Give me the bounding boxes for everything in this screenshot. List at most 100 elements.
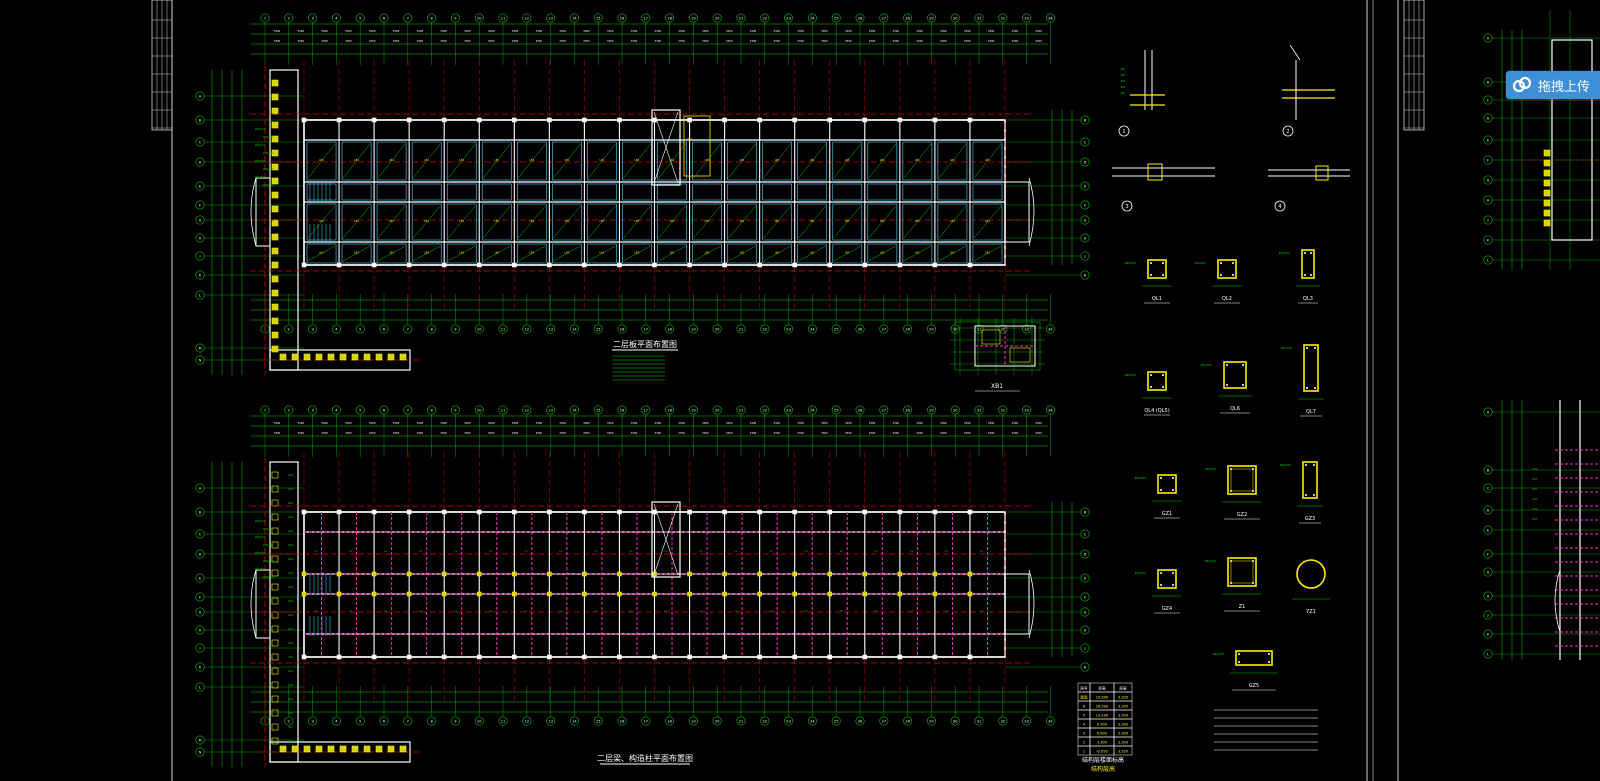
slab-panel — [972, 243, 1003, 264]
dimension-text: 3300 — [512, 39, 519, 43]
axis-bubble: K — [199, 274, 202, 278]
section-label: QL3 — [1303, 296, 1313, 302]
plan-top-title: 二层板平面布置图 — [613, 339, 677, 349]
axis-bubble: 2 — [288, 409, 290, 413]
slab-label: LB1 — [670, 219, 675, 223]
slab-panel — [341, 243, 372, 264]
label: GZ1 — [1532, 517, 1538, 521]
corridor-slab — [832, 183, 863, 201]
slab-panel — [306, 243, 337, 264]
dimension-text: 3300 — [535, 421, 542, 425]
axis-bubble: 26 — [858, 720, 863, 724]
axis-bubble: 22 — [763, 328, 768, 332]
axis-bubble: F — [1084, 204, 1086, 208]
table-text: 2 — [1083, 741, 1085, 745]
axis-bubble: D — [1487, 509, 1490, 513]
axis-bubble: G — [1487, 571, 1490, 575]
axis-bubble: A — [199, 487, 202, 491]
axis-bubble: 27 — [882, 720, 887, 724]
rebar-note: Φ8@200 — [263, 576, 274, 579]
axis-bubble: 7 — [407, 409, 409, 413]
stair-detail — [683, 115, 711, 177]
dimension-text: 3300 — [916, 29, 923, 33]
dimension-text: 3300 — [845, 421, 852, 425]
axis-bubble: K — [1487, 239, 1490, 243]
slab-panel — [587, 203, 617, 241]
dimension-text: 3300 — [988, 421, 995, 425]
slab-label: LB1 — [775, 251, 780, 255]
axis-bubble: L — [199, 686, 201, 690]
slab-panel — [832, 141, 863, 181]
axis-bubble: 34 — [1048, 17, 1053, 21]
axis-bubble: E — [1084, 185, 1087, 189]
slab-label: LB1 — [494, 158, 499, 162]
slab-label: LB1 — [845, 158, 850, 162]
slab-panel — [341, 141, 372, 181]
axis-bubble: M — [198, 347, 201, 351]
dimension-text: 3300 — [583, 29, 590, 33]
slab-label: LB1 — [880, 158, 885, 162]
slab-label: LB1 — [389, 251, 394, 255]
axis-bubble: 28 — [905, 328, 910, 332]
axis-bubble: 25 — [834, 720, 839, 724]
table-text: 层高 — [1119, 686, 1127, 691]
axis-bubble: J — [1486, 614, 1488, 618]
section-label: QL4 (QL5) — [1144, 408, 1169, 414]
dimension-text: 3300 — [631, 421, 638, 425]
axis-bubble: F — [1487, 159, 1489, 163]
rebar-note: Φ8 — [1121, 85, 1125, 89]
rebar-note: Φ6@200 — [1201, 363, 1213, 367]
dimension-text: 3300 — [892, 29, 899, 33]
slab-panel — [937, 141, 968, 181]
axis-bubble: 8 — [430, 17, 433, 21]
slab-panel — [797, 203, 828, 241]
slab-label: LB1 — [599, 251, 604, 255]
axis-bubble: 14 — [572, 409, 577, 413]
corridor-slab — [972, 183, 1003, 201]
drag-upload-button[interactable]: 拖拽上传 — [1506, 71, 1600, 99]
table-text: 19.800 — [1096, 696, 1109, 700]
dimension-text: 3300 — [393, 39, 400, 43]
table-text: 6 — [1083, 705, 1086, 709]
dimension-text: 3300 — [845, 431, 852, 435]
beam-label: L2 — [489, 609, 492, 613]
axis-bubble: 26 — [858, 409, 863, 413]
dimension-text: 3300 — [773, 39, 780, 43]
section-label: QL2 — [1222, 296, 1232, 302]
slab-label: LB1 — [319, 219, 324, 223]
rebar-note: Φ8@200 — [255, 520, 266, 523]
slab-panel — [411, 203, 442, 241]
axis-bubble: 11 — [501, 409, 506, 413]
axis-bubble: 26 — [858, 17, 863, 21]
axis-bubble: 31 — [977, 720, 982, 724]
section-shape — [1227, 557, 1257, 587]
axis-bubble: 17 — [644, 409, 649, 413]
label: GZ1 — [288, 571, 294, 575]
dimension-text: 3300 — [607, 39, 614, 43]
detail-number: 4 — [1278, 204, 1281, 210]
dimension-text: 3300 — [940, 29, 947, 33]
axis-bubble: B — [1084, 511, 1087, 515]
axis-bubble: 25 — [834, 17, 839, 21]
rebar-note: Φ6@200 — [1125, 261, 1137, 265]
label: GZ1 — [288, 711, 294, 715]
dimension-text: 3300 — [750, 29, 757, 33]
slab-panel — [306, 141, 337, 181]
corridor-slab — [481, 183, 512, 201]
label: GZ1 — [288, 669, 294, 673]
enlarged-plan-label: XB1 — [991, 383, 1003, 390]
slab-panel — [937, 203, 968, 241]
dimension-text: 3300 — [1035, 431, 1042, 435]
slab-label: LB1 — [985, 251, 990, 255]
axis-bubble: G — [1487, 179, 1490, 183]
axis-bubble: 15 — [596, 409, 601, 413]
axis-bubble: 16 — [620, 409, 625, 413]
slab-panel — [306, 203, 337, 241]
beam-label: L1 — [664, 549, 667, 553]
axis-bubble: L — [199, 294, 201, 298]
drag-upload-label: 拖拽上传 — [1538, 79, 1591, 95]
axis-bubble: 23 — [786, 17, 791, 21]
axis-bubble: 2 — [288, 720, 290, 724]
